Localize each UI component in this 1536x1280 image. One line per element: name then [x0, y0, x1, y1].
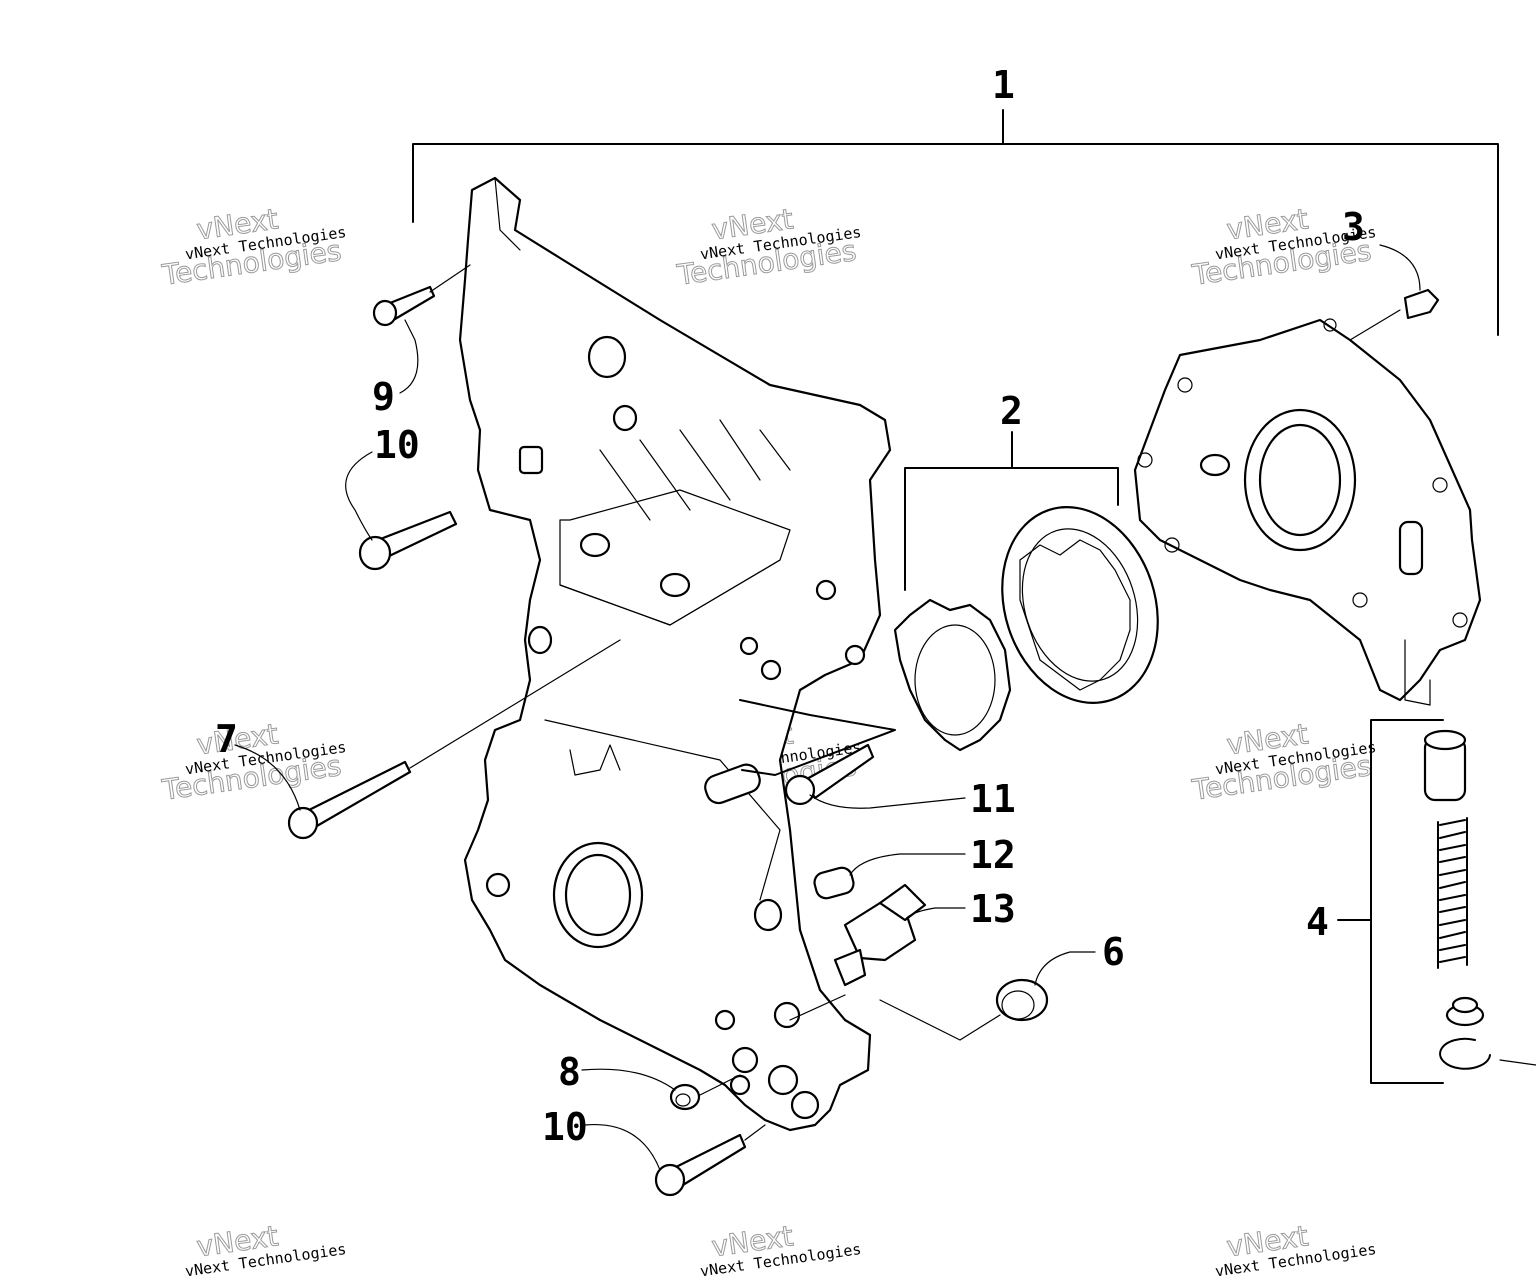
leader-13 — [904, 907, 966, 921]
bolt-11 — [784, 743, 875, 806]
relief-valve-spring — [1437, 817, 1468, 969]
bolt-10-upper — [358, 510, 458, 571]
relief-valve-seat — [1445, 996, 1485, 1027]
watermark: vNext Technologies vNext Technologies — [159, 202, 347, 292]
bracket-rotor-set-2 — [904, 431, 1119, 591]
outer-rotor — [1001, 506, 1159, 704]
callout-10-upper: 10 — [374, 423, 420, 467]
watermark: vNext vNext Technologies — [699, 1219, 862, 1280]
bolt-7 — [287, 639, 621, 840]
leader-7 — [234, 744, 301, 811]
sensor-13 — [789, 883, 927, 1021]
callout-3: 3 — [1342, 205, 1365, 249]
timing-cover — [458, 176, 892, 1132]
pump-cover — [1133, 318, 1482, 706]
cover-gasket-edge — [739, 699, 896, 776]
callout-2: 2 — [1000, 389, 1023, 433]
callout-4: 4 — [1306, 900, 1329, 944]
bolt-10-lower — [654, 1124, 766, 1197]
leader-9 — [399, 319, 419, 394]
callout-9: 9 — [372, 375, 395, 419]
callout-1: 1 — [992, 63, 1015, 107]
plug-6 — [879, 978, 1049, 1041]
callout-10-lower: 10 — [542, 1105, 588, 1149]
callout-8: 8 — [558, 1050, 581, 1094]
watermark: vNext vNext Technologies — [1214, 1219, 1377, 1280]
leader-10-lower — [584, 1123, 661, 1171]
watermark: vNext Technologies vNext Technologies — [159, 717, 347, 807]
leader-12 — [849, 853, 966, 876]
callout-6: 6 — [1102, 930, 1125, 974]
relief-valve-snap-ring — [1439, 1037, 1536, 1070]
callout-13: 13 — [970, 887, 1016, 931]
watermark: vNext Technologies vNext Technologies — [674, 202, 862, 292]
bracket-assembly-1 — [412, 109, 1499, 336]
callout-7: 7 — [215, 717, 238, 761]
leader-3 — [1379, 244, 1421, 291]
inner-rotor — [893, 598, 1012, 752]
leader-6 — [1034, 951, 1096, 986]
callout-12: 12 — [970, 833, 1016, 877]
bracket-relief-valve-4 — [1337, 719, 1444, 1084]
leader-8 — [581, 1068, 676, 1091]
watermark: vNext Technologies vNext Technologies — [1189, 717, 1377, 807]
watermark: vNext vNext Technologies — [184, 1219, 347, 1280]
relief-valve-piston — [1423, 729, 1467, 802]
screw-3 — [1349, 288, 1440, 341]
bolt-9 — [372, 264, 471, 327]
dowel-12 — [813, 866, 855, 900]
leader-11 — [809, 794, 966, 809]
leader-10-upper — [345, 451, 373, 541]
callout-11: 11 — [970, 777, 1016, 821]
plug-8 — [669, 1074, 741, 1111]
